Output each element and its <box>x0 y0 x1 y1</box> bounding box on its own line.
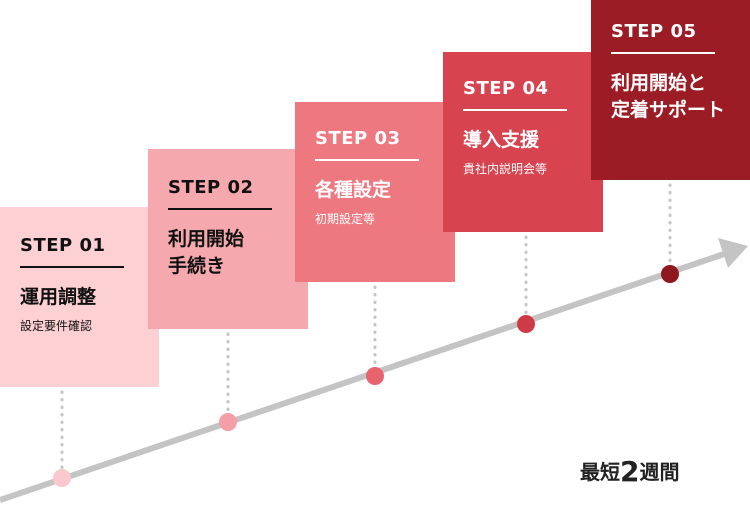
step-subtitle: 設定要件確認 <box>20 319 93 333</box>
step-card-03: STEP 03 各種設定 初期設定等 <box>295 102 455 282</box>
step-title-line1: 利用開始と <box>611 72 707 94</box>
step-title: 利用開始と 定着サポート <box>611 70 750 124</box>
step-card-02: STEP 02 利用開始 手続き <box>148 149 308 329</box>
milestone-dot-01 <box>53 469 71 487</box>
step-card-04: STEP 04 導入支援 貴社内説明会等 <box>443 52 603 232</box>
duration-summary: 最短2週間 <box>580 455 679 488</box>
milestone-dot-03 <box>366 367 384 385</box>
step-label: STEP 02 <box>168 177 272 210</box>
step-subtitle: 初期設定等 <box>315 212 376 226</box>
step-card-01: STEP 01 運用調整 設定要件確認 <box>0 207 159 387</box>
milestone-dot-05 <box>661 265 679 283</box>
step-subtitle: 貴社内説明会等 <box>463 162 548 176</box>
step-title: 利用開始 手続き <box>168 226 308 280</box>
step-label: STEP 05 <box>611 21 715 54</box>
summary-number: 2 <box>620 455 640 488</box>
step-label: STEP 03 <box>315 128 419 161</box>
summary-suffix: 週間 <box>639 460 680 484</box>
step-title: 導入支援 <box>463 129 540 151</box>
step-title-line2: 手続き <box>168 255 226 277</box>
step-title-line2: 定着サポート <box>611 99 726 121</box>
step-title: 各種設定 <box>315 179 392 201</box>
step-card-05: STEP 05 利用開始と 定着サポート <box>591 0 750 180</box>
step-title: 運用調整 <box>20 286 97 308</box>
step-label: STEP 04 <box>463 78 567 111</box>
step-title-line1: 利用開始 <box>168 228 245 250</box>
arrow-head-icon <box>718 238 748 268</box>
step-label: STEP 01 <box>20 235 124 268</box>
timeline-line <box>0 249 731 503</box>
milestone-dot-04 <box>517 315 535 333</box>
summary-prefix: 最短 <box>580 460 620 484</box>
milestone-dot-02 <box>219 413 237 431</box>
